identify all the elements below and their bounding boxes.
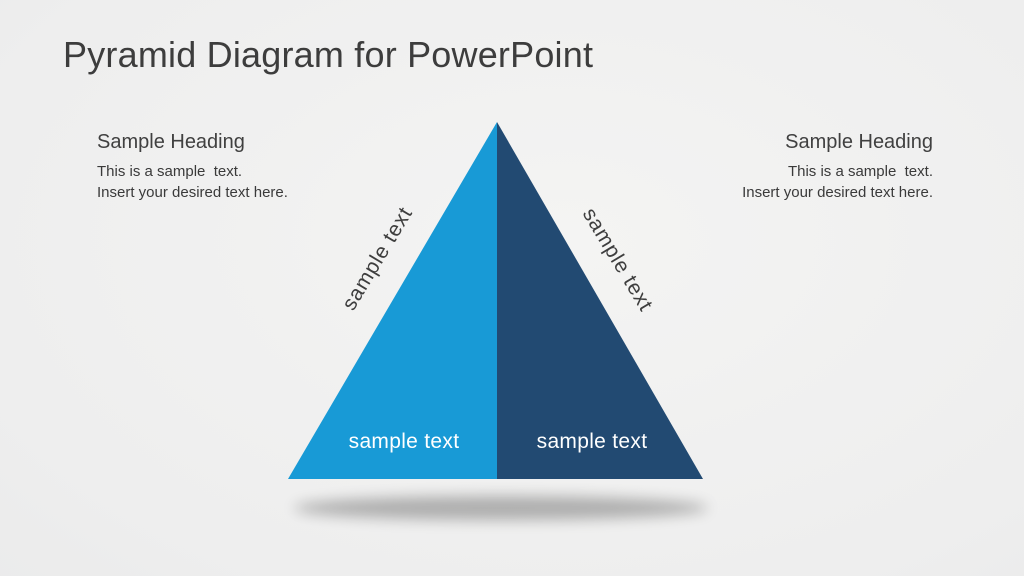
pyramid-left-segment — [288, 122, 497, 479]
left-note-heading: Sample Heading — [97, 131, 245, 153]
slide-title: Pyramid Diagram for PowerPoint — [63, 34, 594, 75]
right-note: Sample Heading This is a sample text. In… — [742, 131, 933, 203]
pyramid-left-base-label: sample text — [349, 430, 460, 453]
left-note-line1: This is a sample text. — [97, 163, 243, 180]
right-note-heading: Sample Heading — [785, 131, 933, 153]
left-note-line2: Insert your desired text here. — [97, 184, 288, 201]
pyramid-ground-shadow — [294, 496, 708, 520]
right-note-line1: This is a sample text. — [787, 163, 933, 180]
left-note: Sample Heading This is a sample text. In… — [97, 131, 288, 203]
pyramid-right-segment — [497, 122, 703, 479]
pyramid-right-base-label: sample text — [537, 430, 648, 453]
right-note-line2: Insert your desired text here. — [742, 184, 933, 201]
